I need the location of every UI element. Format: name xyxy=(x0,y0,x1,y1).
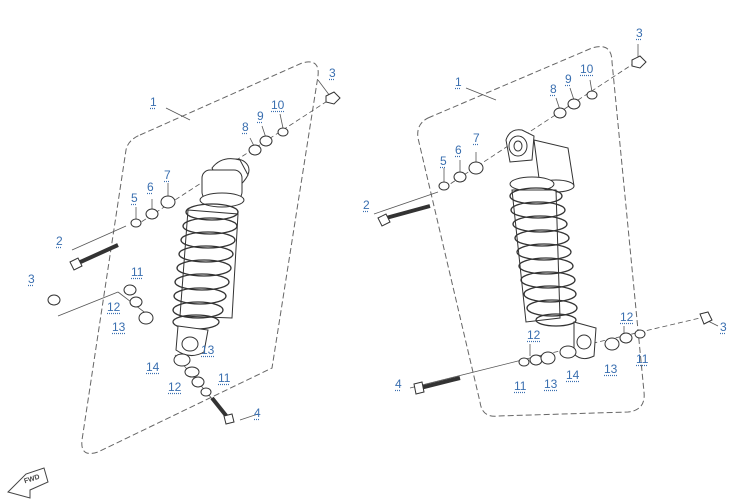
callout-right-12-left[interactable]: 12 xyxy=(527,328,541,342)
callout-right-8[interactable]: 8 xyxy=(550,82,557,96)
callout-right-11-right[interactable]: 11 xyxy=(636,352,649,366)
callout-left-3-side[interactable]: 3 xyxy=(28,272,35,286)
callout-right-9[interactable]: 9 xyxy=(565,72,572,86)
callout-left-13-upper[interactable]: 13 xyxy=(112,320,126,334)
left-shock-absorber xyxy=(172,158,250,356)
right-boundary-outline xyxy=(417,46,645,417)
right-shock-absorber xyxy=(505,129,597,360)
callout-left-4[interactable]: 4 xyxy=(254,406,261,420)
callout-right-10[interactable]: 10 xyxy=(580,62,594,76)
right-hardware-parts xyxy=(377,55,713,395)
callout-right-5[interactable]: 5 xyxy=(440,154,447,168)
callout-left-11-upper[interactable]: 11 xyxy=(131,265,144,279)
forward-direction-arrow xyxy=(7,467,49,499)
callout-left-10[interactable]: 10 xyxy=(271,98,285,112)
callout-right-11-left[interactable]: 11 xyxy=(514,379,527,393)
callout-left-3-top[interactable]: 3 xyxy=(329,66,336,80)
callout-left-1[interactable]: 1 xyxy=(150,95,157,109)
left-assembly-group xyxy=(47,61,341,454)
callout-right-4[interactable]: 4 xyxy=(395,377,402,391)
callout-left-12-lower[interactable]: 12 xyxy=(168,380,182,394)
left-hardware-parts xyxy=(47,91,341,425)
callout-left-9[interactable]: 9 xyxy=(257,109,264,123)
callout-right-7[interactable]: 7 xyxy=(473,131,480,145)
callout-right-12-right[interactable]: 12 xyxy=(620,310,634,324)
callout-left-14[interactable]: 14 xyxy=(146,360,160,374)
callout-left-2[interactable]: 2 xyxy=(56,234,63,248)
callout-right-3-top[interactable]: 3 xyxy=(636,26,643,40)
left-boundary-outline xyxy=(81,61,319,454)
callout-right-6[interactable]: 6 xyxy=(455,143,462,157)
callout-right-2[interactable]: 2 xyxy=(363,198,370,212)
callout-left-8[interactable]: 8 xyxy=(242,120,249,134)
callout-right-13-left[interactable]: 13 xyxy=(544,377,558,391)
callout-left-13-lower[interactable]: 13 xyxy=(201,343,215,357)
callout-left-7[interactable]: 7 xyxy=(164,168,171,182)
right-assembly-group xyxy=(373,44,719,417)
callout-right-3-side[interactable]: 3 xyxy=(720,320,727,334)
callout-left-5[interactable]: 5 xyxy=(131,191,138,205)
callout-left-11-lower[interactable]: 11 xyxy=(218,371,231,385)
callout-left-12-upper[interactable]: 12 xyxy=(107,300,121,314)
callout-right-13-right[interactable]: 13 xyxy=(604,362,618,376)
callout-right-14[interactable]: 14 xyxy=(566,368,580,382)
callout-right-1[interactable]: 1 xyxy=(455,75,462,89)
callout-left-6[interactable]: 6 xyxy=(147,180,154,194)
